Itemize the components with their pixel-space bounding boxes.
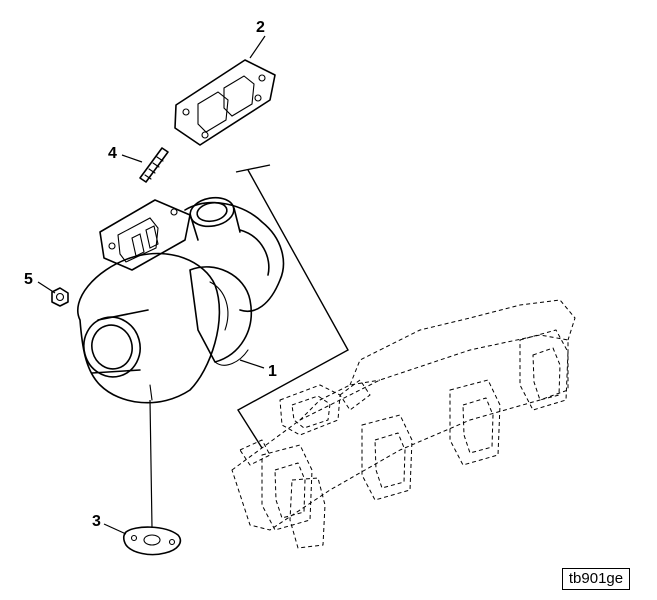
callout-3: 3 xyxy=(92,513,101,530)
exhaust-manifold-phantom xyxy=(231,299,576,549)
turbo-gasket xyxy=(174,59,276,146)
assembly-bracket-lines xyxy=(235,164,349,449)
figure-id-label: tb901ge xyxy=(562,568,630,590)
drain-gasket xyxy=(122,526,182,556)
callout-4: 4 xyxy=(108,145,117,162)
mounting-nut xyxy=(51,287,69,307)
mounting-stud xyxy=(139,147,169,183)
leader-lines xyxy=(37,35,266,535)
turbocharger xyxy=(77,196,285,404)
callout-5: 5 xyxy=(24,271,33,288)
callout-1: 1 xyxy=(268,363,277,380)
callout-2: 2 xyxy=(256,19,265,36)
